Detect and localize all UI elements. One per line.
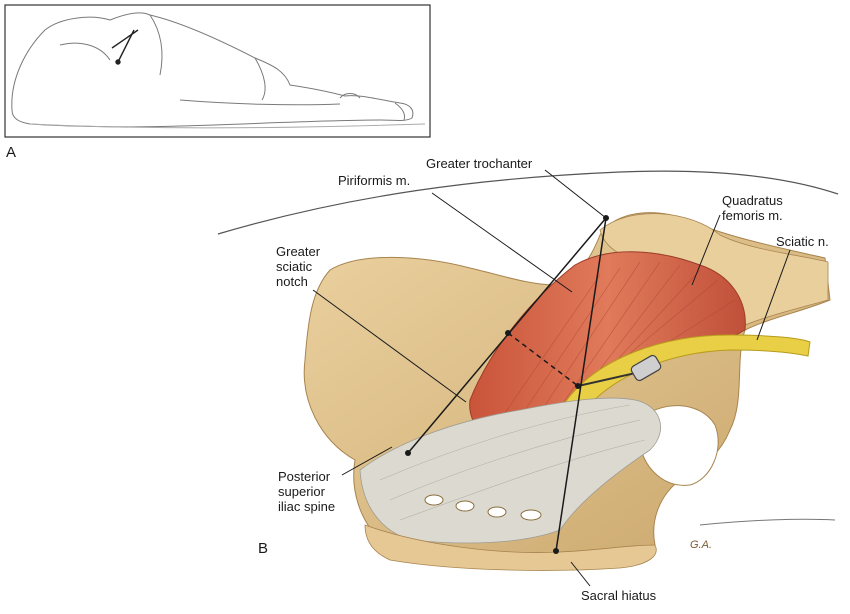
sacral-foramina — [424, 494, 542, 521]
skin-contour-top — [217, 170, 839, 235]
needle — [577, 354, 662, 387]
leader-lines — [312, 169, 791, 587]
label-sciatic-nerve: Sciatic n. — [776, 234, 829, 249]
label-psis-2: superior — [278, 484, 325, 499]
artist-signature: G.A. — [690, 539, 712, 551]
label-sacral-hiatus: Sacral hiatus — [581, 588, 657, 603]
panel-a-frame — [4, 4, 431, 138]
patient-figure — [11, 12, 426, 129]
label-psis-1: Posterior — [278, 469, 331, 484]
sacrum — [364, 524, 657, 571]
label-piriformis: Piriformis m. — [338, 173, 411, 188]
skin-contour-bottom — [699, 518, 836, 526]
label-greater-trochanter: Greater trochanter — [426, 156, 533, 171]
label-quadratus-1: Quadratus — [722, 193, 783, 208]
label-greater-sciatic-1: Greater — [276, 244, 321, 259]
needle-sketch — [111, 29, 139, 65]
ligament-fibers — [379, 404, 646, 521]
label-greater-sciatic-3: notch — [276, 274, 308, 289]
label-psis-3: iliac spine — [278, 499, 336, 514]
label-greater-sciatic-2: sciatic — [276, 259, 313, 274]
panel-b-letter: B — [258, 540, 269, 557]
panel-a-letter: A — [6, 144, 17, 161]
label-quadratus-2: femoris m. — [722, 208, 783, 223]
